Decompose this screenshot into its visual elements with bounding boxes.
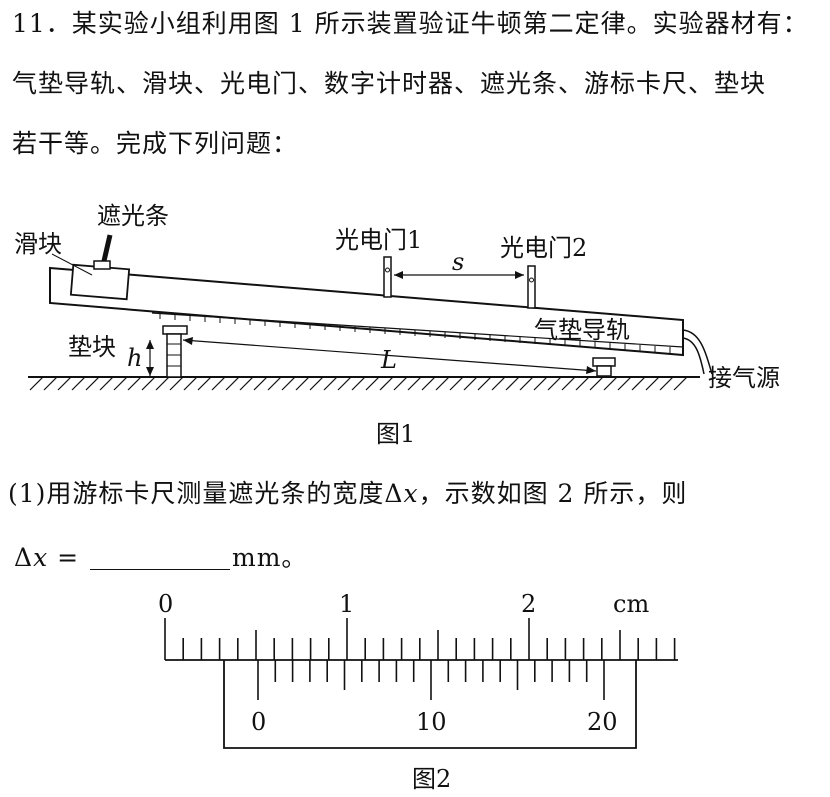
vernier-label-20: 20 [587, 708, 618, 736]
slider-label-leader [51, 253, 93, 276]
air-track-scale-ticks [159, 313, 671, 353]
label-slider: 滑块 [14, 230, 62, 258]
answer-x: x [33, 543, 49, 572]
label-shading-strip: 遮光条 [97, 202, 169, 230]
figure1-caption: 图1 [376, 420, 415, 448]
question-1-prefix: (1)用游标卡尺测量遮光条的宽度 [8, 479, 385, 508]
answer-line: Δx = mm。 [14, 538, 307, 574]
label-gate1: 光电门1 [335, 226, 422, 254]
label-block: 垫块 [68, 333, 116, 361]
figure-1-air-track: 遮光条 滑块 光电门1 光电门2 s 气垫导轨 垫块 h L 接气源 图1 [14, 202, 780, 448]
main-scale-label-2: 2 [521, 590, 536, 618]
answer-unit: mm。 [232, 543, 308, 572]
label-track: 气垫导轨 [534, 316, 630, 344]
label-s: s [452, 248, 464, 276]
figure-2-vernier-caliper: 0 1 2 cm 0 10 20 图2 [158, 590, 678, 793]
question-1-x: x [403, 479, 419, 508]
photogate-1 [383, 256, 392, 298]
main-scale-ticks [164, 618, 676, 660]
answer-equals: = [48, 543, 89, 572]
answer-blank[interactable] [90, 545, 231, 570]
slider [69, 263, 131, 301]
label-h: h [127, 344, 142, 372]
main-scale-label-1: 1 [339, 590, 354, 618]
air-hose [682, 329, 713, 375]
vernier-scale-ticks [257, 660, 605, 700]
shading-strip-base [93, 260, 111, 270]
label-gate2: 光电门2 [500, 234, 587, 262]
label-air-source: 接气源 [708, 364, 780, 392]
ground-hatching [29, 376, 688, 391]
question-1: (1)用游标卡尺测量遮光条的宽度Δx，示数如图 2 所示，则 [8, 474, 687, 510]
vernier-label-0: 0 [251, 708, 266, 736]
label-L: L [380, 346, 397, 374]
problem-line-2: 气垫导轨、滑块、光电门、数字计时器、遮光条、游标卡尺、垫块 [12, 69, 767, 98]
air-track-body [49, 266, 684, 357]
L-arrow [182, 339, 597, 372]
problem-line-1: 11．某实验小组利用图 1 所示装置验证牛顿第二定律。实验器材有： [12, 9, 809, 38]
answer-delta: Δ [14, 543, 34, 572]
photogate-2 [527, 265, 536, 309]
problem-line-3: 若干等。完成下列问题： [12, 129, 299, 158]
air-track-scale-edge [151, 312, 684, 348]
main-scale-unit: cm [613, 590, 649, 618]
main-scale-label-0: 0 [158, 590, 173, 618]
vernier-label-10: 10 [416, 708, 447, 736]
vernier-body [223, 660, 637, 749]
support-block-top [162, 325, 188, 335]
question-1-delta: Δ [384, 479, 404, 508]
figure2-caption: 图2 [412, 765, 451, 793]
question-1-suffix: ，示数如图 2 所示，则 [418, 479, 688, 508]
shading-strip [101, 234, 113, 262]
right-foot [592, 357, 616, 367]
